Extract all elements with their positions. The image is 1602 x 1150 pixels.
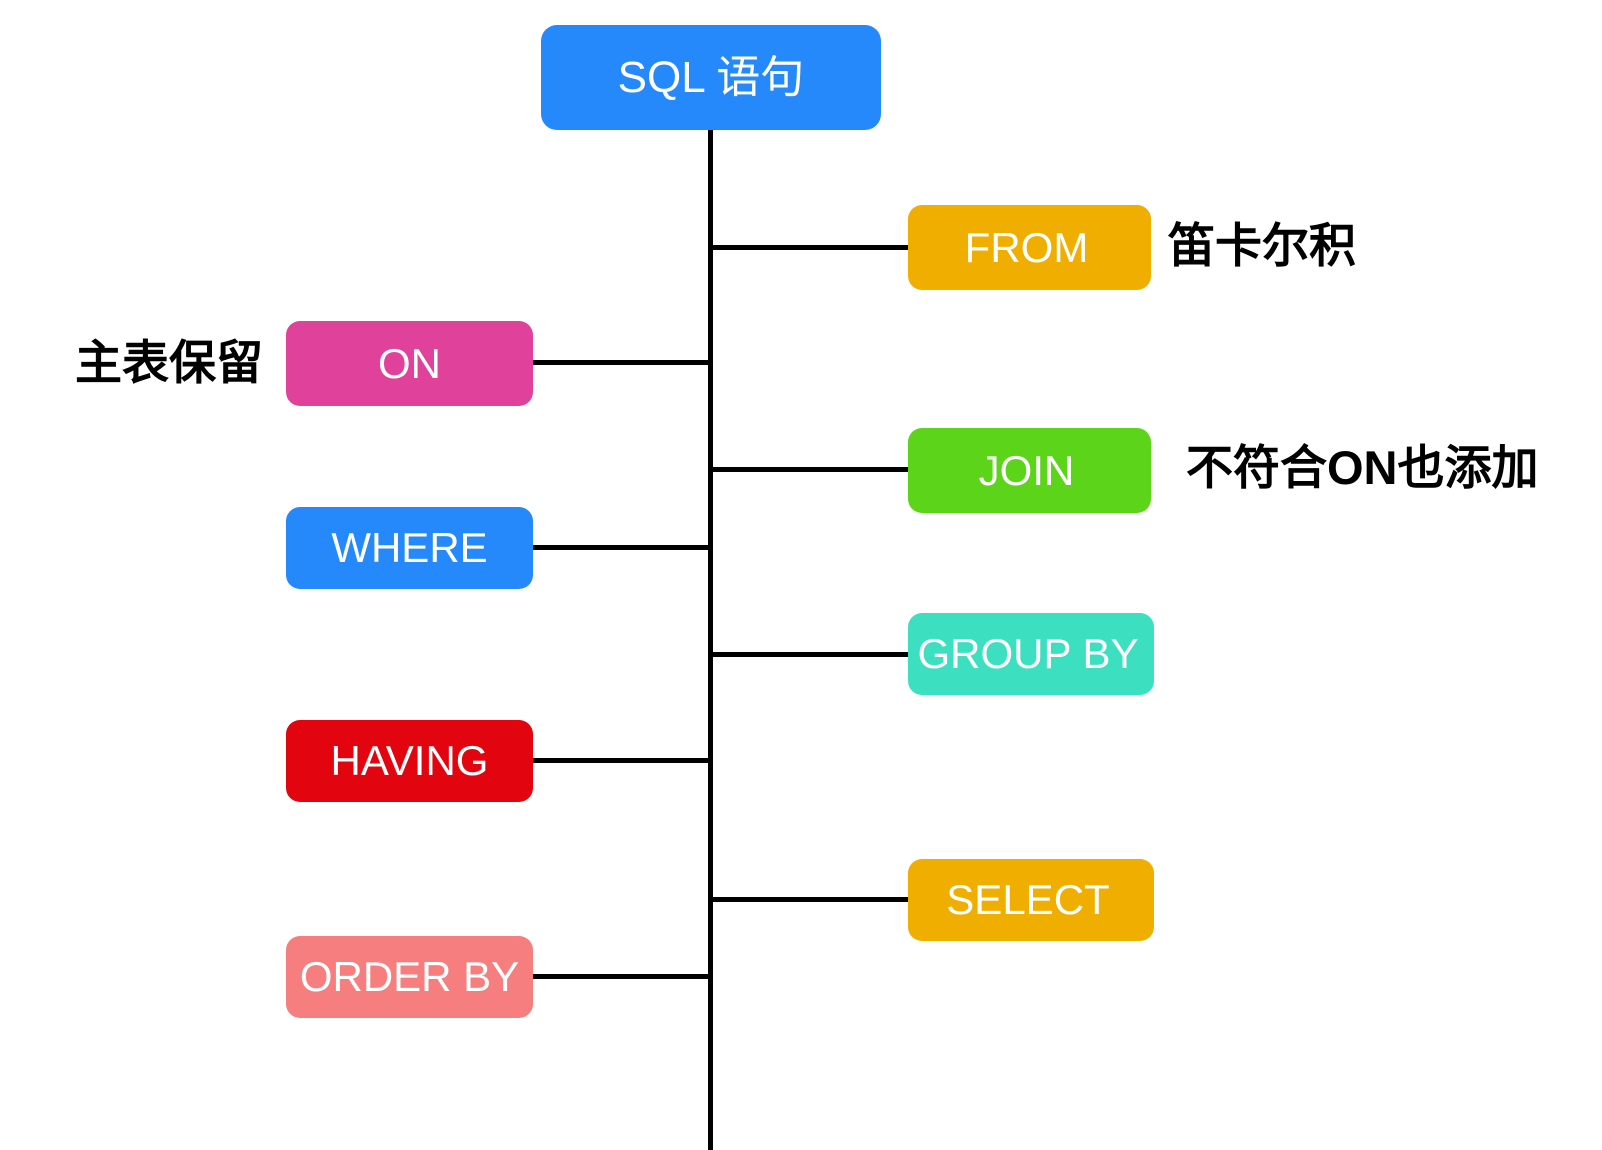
- connector-join: [710, 467, 910, 472]
- connector-on: [533, 360, 713, 365]
- node-from[interactable]: FROM: [908, 205, 1151, 290]
- node-select[interactable]: SELECT: [908, 859, 1154, 941]
- annotation-on: 主表保留: [75, 336, 263, 389]
- node-join-label: JOIN: [978, 446, 1075, 494]
- node-from-label: FROM: [964, 223, 1089, 271]
- node-sql-statement-label: SQL 语句: [617, 52, 805, 102]
- annotation-join: 不符合ON也添加: [1186, 441, 1539, 494]
- node-where[interactable]: WHERE: [286, 507, 533, 589]
- connector-order-by: [533, 974, 713, 979]
- node-having-label: HAVING: [330, 737, 489, 784]
- node-group-by-label: GROUP BY: [917, 630, 1139, 677]
- node-order-by-label: ORDER BY: [299, 953, 520, 1000]
- node-join[interactable]: JOIN: [908, 428, 1151, 513]
- node-on-label: ON: [378, 339, 441, 387]
- node-select-label: SELECT: [946, 876, 1110, 923]
- spine-vertical-line: [708, 128, 713, 1150]
- connector-group-by: [710, 652, 910, 657]
- annotation-from: 笛卡尔积: [1168, 219, 1356, 272]
- node-on[interactable]: ON: [286, 321, 533, 406]
- node-where-label: WHERE: [331, 524, 488, 571]
- connector-where: [533, 545, 713, 550]
- node-order-by[interactable]: ORDER BY: [286, 936, 533, 1018]
- node-group-by[interactable]: GROUP BY: [908, 613, 1154, 695]
- connector-from: [710, 245, 910, 250]
- connector-select: [710, 897, 910, 902]
- node-having[interactable]: HAVING: [286, 720, 533, 802]
- node-sql-statement[interactable]: SQL 语句: [541, 25, 881, 130]
- connector-having: [533, 758, 713, 763]
